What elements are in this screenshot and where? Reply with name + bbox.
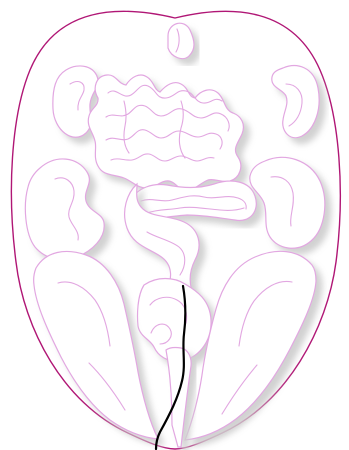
anatomy-svg [0,0,349,450]
anatomy-diagram [0,0,349,450]
